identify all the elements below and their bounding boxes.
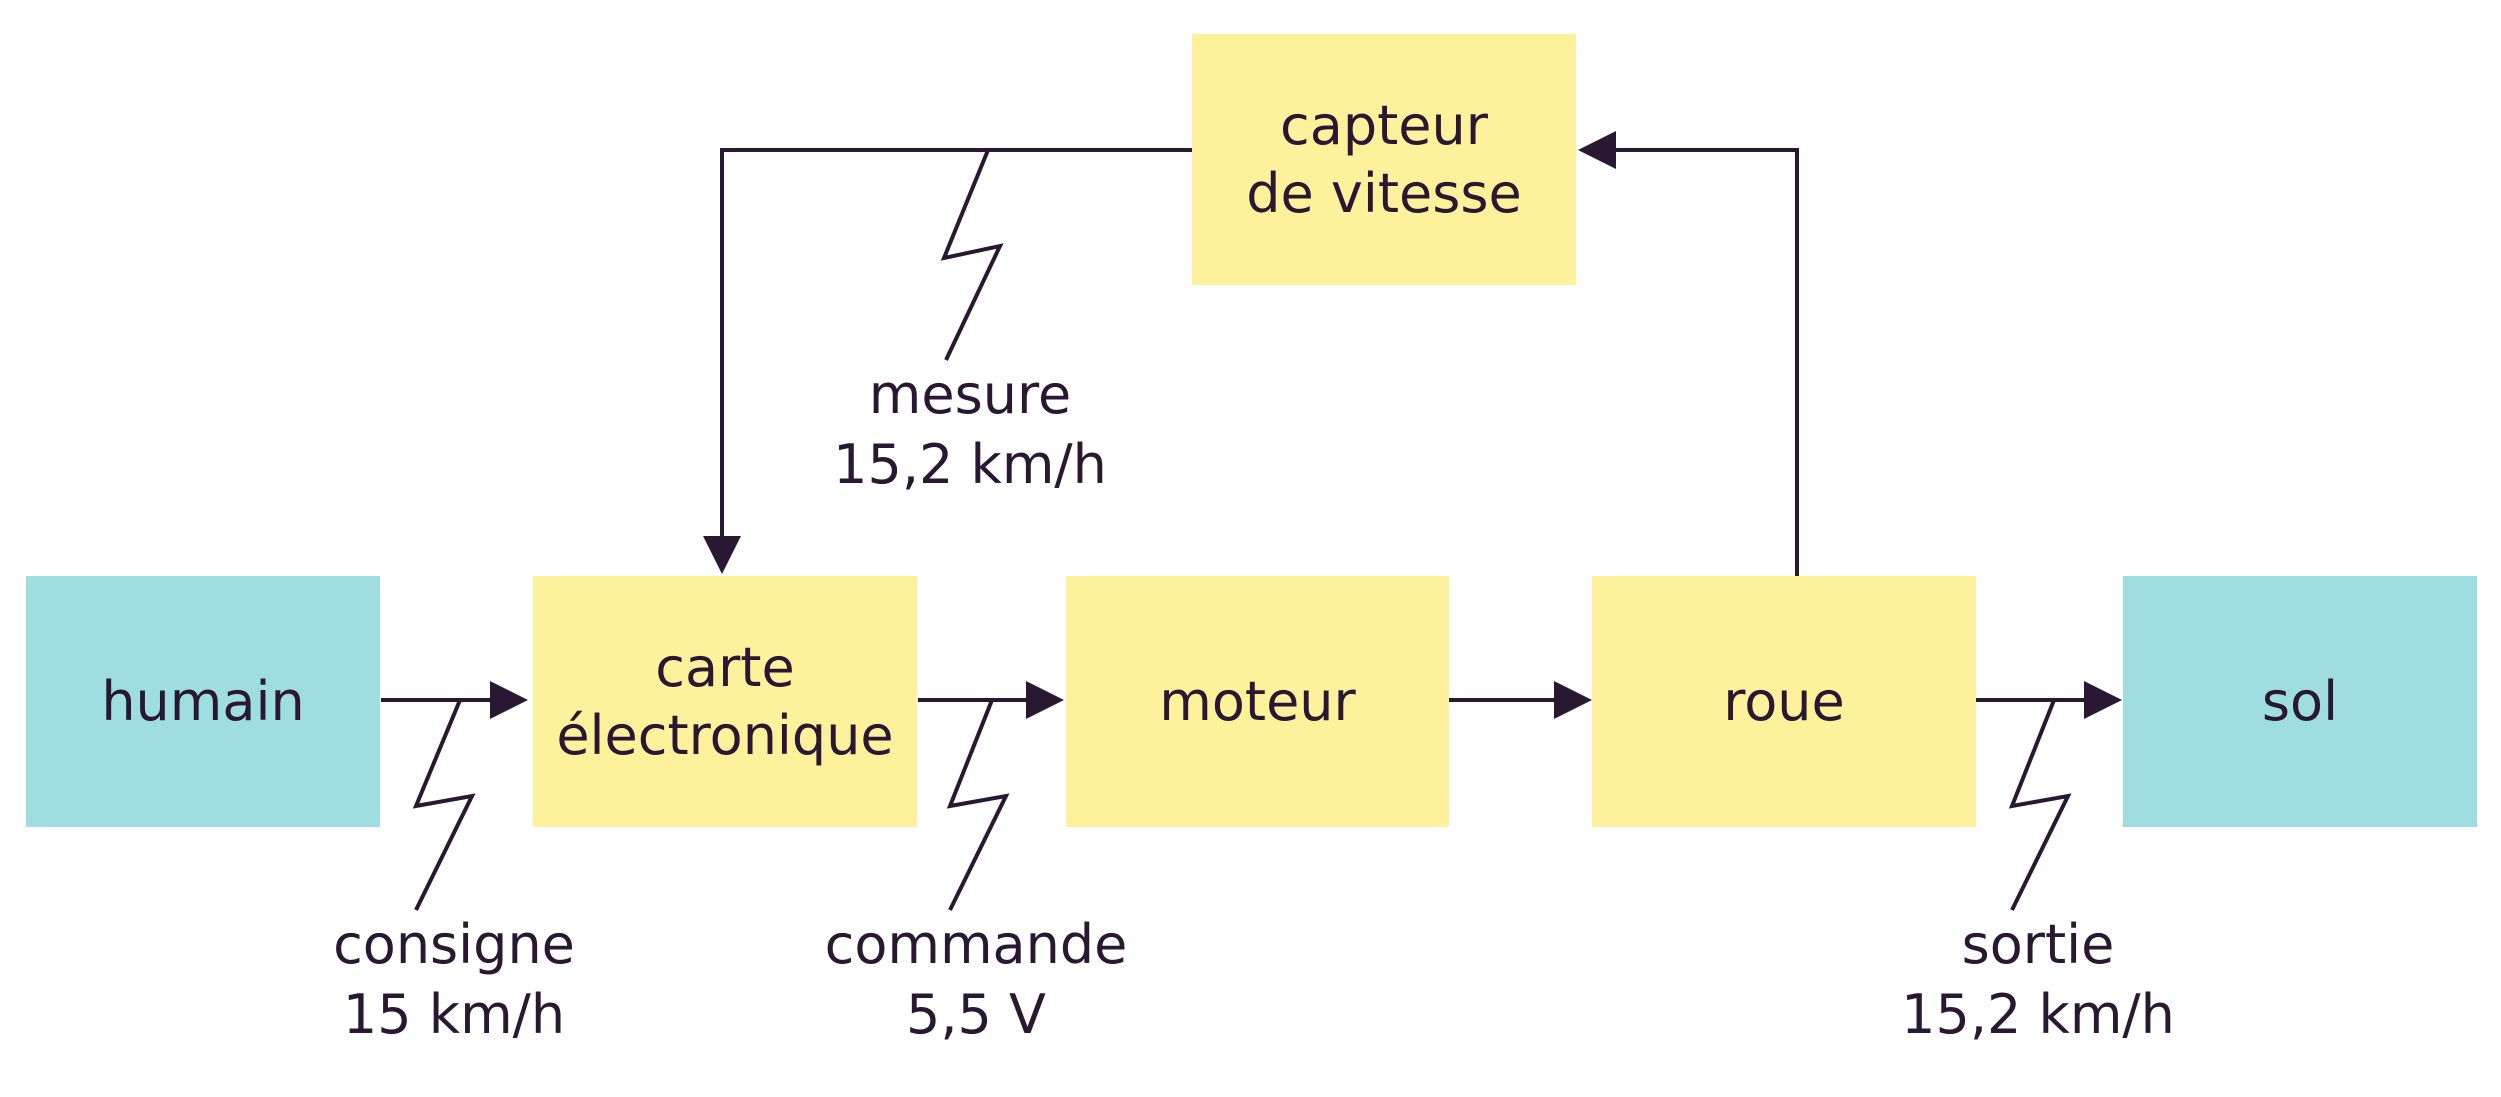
signal-mesure-value: 15,2 km/h: [833, 433, 1107, 496]
arrowhead-carte-moteur: [1026, 681, 1064, 719]
signal-commande-name: commande: [824, 913, 1128, 976]
signal-sortie-name: sortie: [1961, 913, 2115, 976]
arrow-capteur-carte: [720, 148, 1192, 538]
arrowhead-humain-carte: [490, 681, 528, 719]
signal-label-commande: commande 5,5 V: [825, 910, 1128, 1050]
block-moteur: moteur: [1066, 576, 1449, 827]
arrowhead-moteur-roue: [1554, 681, 1592, 719]
signal-mesure-name: mesure: [868, 363, 1072, 426]
block-capteur-label-line2: de vitesse: [1246, 161, 1522, 225]
block-moteur-label: moteur: [1159, 669, 1356, 733]
block-sol: sol: [2123, 576, 2477, 827]
signal-sortie-value: 15,2 km/h: [1901, 983, 2175, 1046]
signal-commande-value: 5,5 V: [906, 983, 1046, 1046]
block-sol-label: sol: [2261, 669, 2339, 733]
wireless-icon-commande: [946, 699, 1010, 911]
wireless-icon-mesure: [940, 149, 1004, 361]
block-carte-label-line2: électronique: [556, 703, 894, 767]
wireless-icon-consigne: [412, 699, 476, 911]
block-roue-label: roue: [1723, 669, 1845, 733]
arrow-roue-capteur: [1616, 148, 1799, 576]
signal-consigne-value: 15 km/h: [342, 983, 566, 1046]
arrowhead-capteur-carte: [703, 536, 741, 574]
block-carte-label-line1: carte: [655, 635, 795, 699]
signal-label-consigne: consigne 15 km/h: [333, 910, 575, 1050]
block-capteur-label-line1: capteur: [1280, 93, 1488, 157]
block-humain: humain: [26, 576, 380, 827]
signal-label-sortie: sortie 15,2 km/h: [1901, 910, 2175, 1050]
arrowhead-roue-capteur: [1578, 131, 1616, 169]
block-roue: roue: [1592, 576, 1976, 827]
arrowhead-roue-sol: [2084, 681, 2122, 719]
block-capteur-vitesse: capteur de vitesse: [1192, 34, 1576, 285]
wireless-icon-sortie: [2008, 699, 2072, 911]
signal-label-mesure: mesure 15,2 km/h: [833, 360, 1107, 500]
block-carte-electronique: carte électronique: [533, 576, 917, 827]
block-humain-label: humain: [101, 669, 305, 733]
signal-consigne-name: consigne: [333, 913, 575, 976]
